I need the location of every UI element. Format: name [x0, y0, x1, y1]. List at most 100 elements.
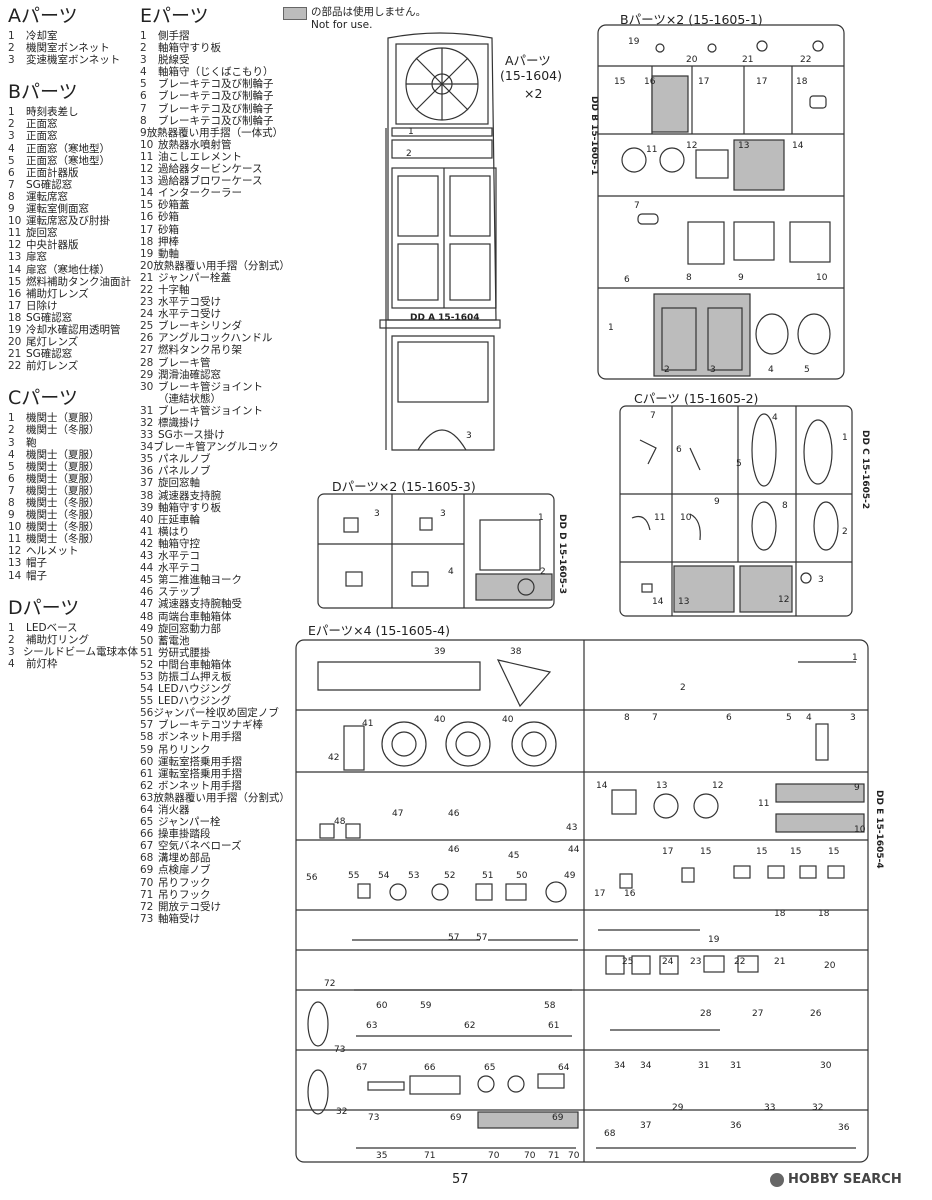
sprue-code-c: DD C 15-1605-2 [860, 430, 870, 510]
legend-item-number: 3 [8, 436, 15, 449]
sprue-e-part-number: 46 [448, 845, 460, 855]
sprue-a-fan [395, 43, 489, 125]
legend-item-label: 軸箱守すり板 [158, 501, 221, 514]
sprue-b-part-number: 14 [792, 141, 804, 151]
legend-item-label: 旋回窓軸 [158, 477, 200, 490]
legend-item-label: 機関室ボンネット [26, 42, 110, 55]
legend-item-label: 軸箱受け [158, 912, 200, 925]
legend-item-label: 運転席窓 [26, 190, 68, 203]
legend-item-label: 開放テコ受け [158, 900, 221, 913]
sprue-e-part-number: 57 [448, 933, 459, 943]
legend-item-number: 59 [140, 743, 154, 756]
legend-item-number: 54 [140, 683, 154, 696]
sprue-e-part-number: 17 [662, 847, 673, 857]
sprue-e-part-number: 45 [508, 851, 519, 861]
legend-item-number: 15 [8, 275, 22, 288]
sprue-c-part-number: 13 [678, 597, 689, 607]
legend-item-number: 22 [8, 360, 22, 373]
legend-item-label: ブレーキテコツナギ棒 [158, 719, 263, 732]
legend-item-number: 12 [8, 239, 22, 252]
sprue-a-part-number: 1 [408, 127, 414, 137]
sprue-e-part-number: 31 [730, 1061, 741, 1071]
sprue-b-part-number: 22 [800, 55, 811, 65]
legend-item-number: 11 [8, 227, 22, 240]
legend-item-number: 11 [8, 533, 22, 546]
sprue-e-part-number: 18 [774, 909, 786, 919]
sprue-d-part-number: 3 [374, 509, 380, 519]
legend-item-number: 6 [140, 90, 147, 103]
legend-item-label: 燃料補助タンク油面計 [26, 275, 131, 288]
legend-item-number: 67 [140, 840, 154, 853]
sprue-e-part-number: 3 [850, 713, 856, 723]
legend-heading: Eパーツ [140, 5, 209, 27]
legend-item-number: 8 [8, 190, 15, 203]
legend-item-label: 溝埋め部品 [158, 852, 211, 865]
legend-item-label: （連結状態） [158, 392, 221, 405]
sprue-e-part-number: 49 [564, 871, 576, 881]
sprue-e-part-number: 35 [376, 1151, 387, 1161]
legend-item-number: 39 [140, 501, 154, 514]
legend-item-label: 中央計器版 [26, 239, 79, 252]
legend-item-label: 吊りフック [158, 876, 211, 889]
legend-item-label: 機関士（冬服） [26, 521, 100, 534]
sprue-e-part-number: 9 [854, 783, 860, 793]
legend-item-number: 4 [8, 448, 15, 461]
legend-item-label: 側手摺 [158, 30, 190, 42]
sprue-c-part-number: 6 [676, 445, 682, 455]
sprue-e-part-number: 19 [708, 935, 720, 945]
legend-item-label: ジャンパー栓蓋 [158, 271, 231, 284]
legend-item-number: 56 [140, 707, 154, 720]
legend-item-label: 吊りリンク [158, 743, 211, 756]
legend-item-label: ブレーキテコ及び制輪子 [158, 90, 274, 103]
legend-item-label: ステップ [158, 586, 200, 599]
legend-item-number: 13 [140, 175, 154, 188]
legend-item-label: 正面窓 [26, 118, 58, 131]
legend-item-number: 49 [140, 622, 154, 635]
sprue-e-part-number: 36 [730, 1121, 742, 1131]
sprue-e-part-number: 32 [336, 1107, 347, 1117]
legend-item: 12 中央計器版 [8, 239, 138, 251]
legend-item-label: 運転席窓及び肘掛 [26, 215, 110, 228]
sprue-e-part-number: 42 [328, 753, 339, 763]
legend-item-number: 25 [140, 320, 154, 333]
sprue-b-part-number: 20 [686, 55, 698, 65]
legend-item-number: 6 [8, 472, 15, 485]
legend-item-number: 1 [8, 106, 15, 119]
legend-item-number: 10 [8, 215, 22, 228]
legend-item-number: 34 [140, 441, 154, 454]
legend-item-label: 砂箱 [158, 211, 179, 224]
legend-item-label: 操車掛踏段 [158, 828, 211, 841]
sprue-c-part-number: 9 [714, 497, 720, 507]
legend-item: 10 運転席窓及び肘掛 [8, 215, 138, 227]
legend-item-label: 吊りフック [158, 888, 211, 901]
sprue-e-part-number: 33 [764, 1103, 775, 1113]
sprue-b-part-number: 19 [628, 37, 640, 47]
legend-item-label: インタークーラー [158, 187, 242, 200]
legend-item-label: 正面計器版 [26, 166, 79, 179]
legend-item-number: 41 [140, 525, 154, 538]
legend-item: 6 ブレーキテコ及び制輪子 [140, 90, 276, 102]
legend-item-label: 標識掛け [158, 417, 200, 429]
legend-item-number: 50 [140, 634, 154, 647]
sprue-e-part-number: 13 [656, 781, 667, 791]
sprue-e-part-number: 70 [568, 1151, 580, 1161]
legend-item-number: 3 [8, 130, 15, 143]
legend-item-label: 運転室搭乗用手摺 [158, 755, 242, 768]
legend-item-number: 4 [8, 657, 15, 670]
